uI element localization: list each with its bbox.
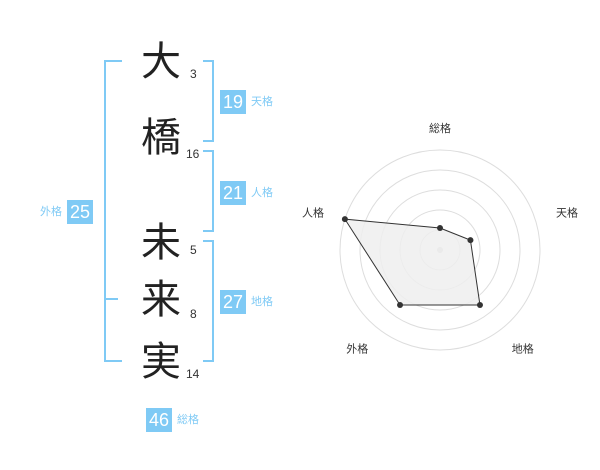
jinkaku: 21 人格 bbox=[220, 181, 273, 205]
radar-axis-label-5: 人格 bbox=[302, 205, 324, 219]
gaikaku-value: 25 bbox=[67, 200, 94, 224]
name-char-3: 未 bbox=[141, 220, 181, 266]
tenkaku-value: 19 bbox=[220, 90, 247, 114]
gaikaku-bracket-tick bbox=[104, 298, 118, 300]
name-char-2: 橋 bbox=[141, 115, 181, 161]
soukaku-label: 総格 bbox=[177, 413, 200, 426]
gaikaku-label: 外格 bbox=[40, 205, 62, 218]
tenkaku: 19 天格 bbox=[220, 90, 273, 114]
radar-ring bbox=[359, 169, 521, 331]
jinkaku-value: 21 bbox=[220, 181, 247, 205]
radar-axis-label-1: 総格 bbox=[429, 121, 451, 135]
stroke-count-1: 3 bbox=[190, 67, 197, 81]
radar-point-3 bbox=[476, 302, 483, 309]
soukaku: 46 総格 bbox=[146, 408, 199, 432]
jinkaku-bracket bbox=[203, 150, 214, 232]
chikaku-bracket bbox=[203, 240, 214, 362]
radar-point-2 bbox=[467, 237, 474, 244]
stroke-count-3: 5 bbox=[190, 243, 197, 257]
radar-area bbox=[343, 218, 481, 306]
tenkaku-bracket bbox=[203, 60, 214, 142]
tenkaku-label: 天格 bbox=[251, 95, 274, 108]
chikaku-value: 27 bbox=[220, 290, 247, 314]
gaikaku-bracket bbox=[104, 60, 122, 362]
name-char-1: 大 bbox=[141, 39, 181, 85]
radar-axis-label-4: 外格 bbox=[346, 342, 368, 356]
name-char-4: 来 bbox=[141, 277, 181, 323]
radar-ring bbox=[339, 149, 541, 351]
chikaku: 27 地格 bbox=[220, 290, 273, 314]
name-char-5: 実 bbox=[141, 339, 181, 385]
stroke-count-5: 14 bbox=[186, 367, 200, 381]
radar-point-1 bbox=[437, 225, 443, 231]
stroke-count-4: 8 bbox=[190, 307, 197, 321]
jinkaku-label: 人格 bbox=[251, 186, 274, 199]
chikaku-label: 地格 bbox=[251, 295, 274, 308]
radar-point-4 bbox=[397, 302, 404, 309]
radar-axis-label-3: 地格 bbox=[512, 342, 534, 356]
gaikaku: 25 外格 bbox=[40, 200, 94, 224]
radar-axis-label-2: 天格 bbox=[556, 205, 578, 219]
radar-point-5 bbox=[341, 216, 348, 223]
soukaku-value: 46 bbox=[146, 408, 173, 432]
stroke-count-2: 16 bbox=[186, 147, 200, 161]
